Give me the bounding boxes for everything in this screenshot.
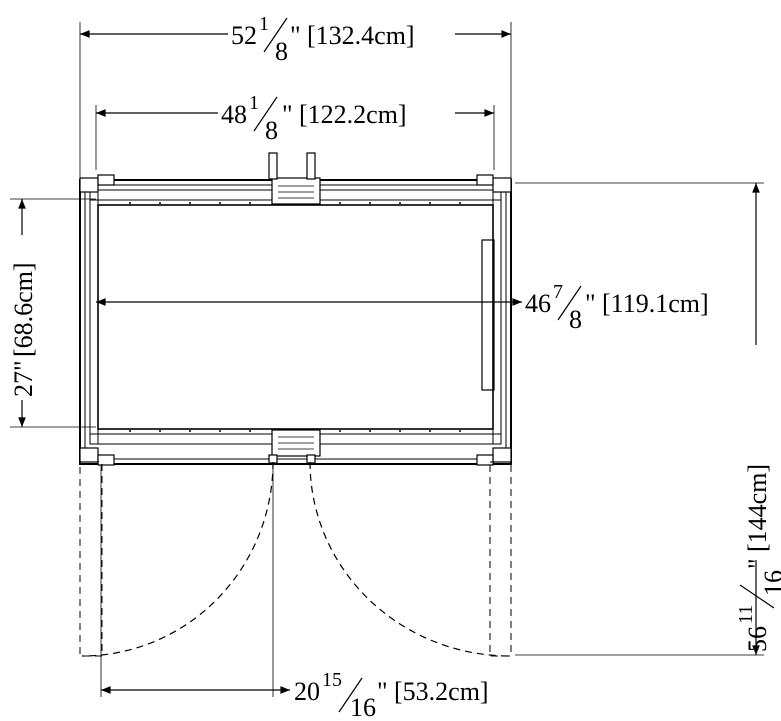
inner-width-metric: [122.2cm]: [299, 100, 407, 129]
overall-depth-numerator: 11: [735, 605, 757, 624]
overall-depth-denominator: 16: [759, 570, 781, 596]
door-opening-whole: 20: [294, 677, 320, 706]
shed-plan: [79, 152, 512, 466]
outer-width-metric: [132.4cm]: [307, 21, 415, 50]
outer-width-whole: 52: [231, 21, 257, 50]
inner-width-numerator: 1: [249, 92, 259, 114]
interior-width-denominator: 8: [569, 305, 582, 334]
inner-width-label: 48 1 8 " [122.2cm]: [221, 92, 407, 145]
door-opening-numerator: 15: [322, 669, 342, 691]
outer-width-label: 52 1 8 " [132.4cm]: [231, 13, 415, 66]
inner-width-denominator: 8: [265, 116, 278, 145]
interior-width-whole: 46: [525, 289, 551, 318]
inner-width-inch-mark: ": [282, 100, 293, 129]
extension-lines: [10, 22, 764, 697]
interior-width-numerator: 7: [553, 281, 563, 303]
overall-depth-whole: 56: [743, 626, 772, 652]
interior-width-metric: [119.1cm]: [602, 289, 709, 318]
outer-width-numerator: 1: [259, 13, 269, 35]
door-swing-paths: [79, 461, 512, 657]
outer-width-denominator: 8: [275, 37, 288, 66]
depth-left-inches: 27": [9, 360, 38, 397]
depth-left-metric: [68.6cm]: [9, 262, 38, 357]
door-opening-label: 20 15 16 " [53.2cm]: [294, 669, 489, 721]
door-opening-denominator: 16: [350, 693, 376, 721]
overall-depth-label: 56 11 16 " [144cm]: [735, 464, 781, 652]
interior-width-label: 46 7 8 " [119.1cm]: [525, 281, 709, 334]
outer-width-inch-mark: ": [290, 21, 301, 50]
overall-depth-metric: [144cm]: [743, 464, 772, 552]
depth-left-label: 27" [68.6cm]: [9, 262, 38, 397]
inner-width-whole: 48: [221, 100, 247, 129]
door-opening-metric: [53.2cm]: [394, 677, 489, 706]
door-opening-inch-mark: ": [377, 677, 388, 706]
interior-width-inch-mark: ": [585, 289, 596, 318]
overall-depth-inch-mark: ": [743, 558, 772, 569]
dimension-lines: [18, 30, 760, 694]
